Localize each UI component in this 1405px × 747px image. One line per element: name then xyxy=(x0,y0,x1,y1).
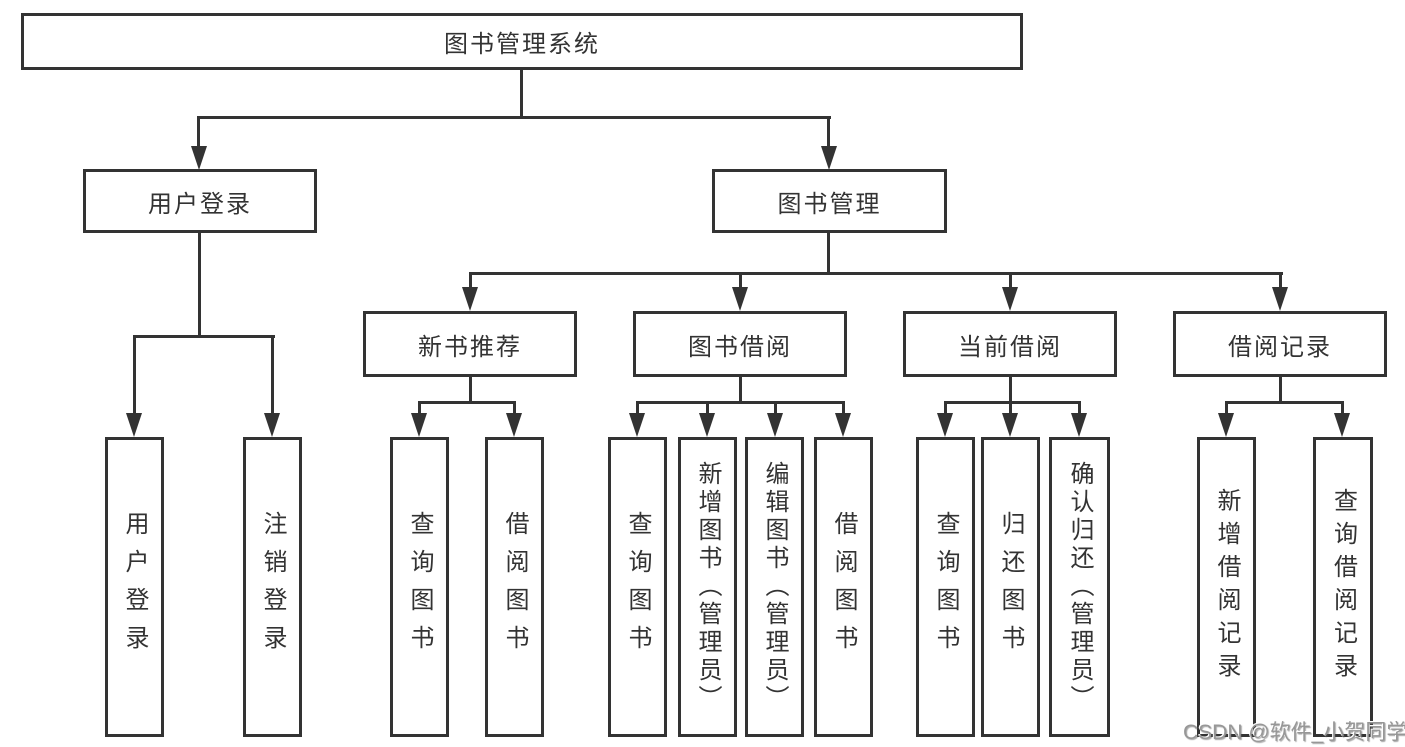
leaf-borrow-books-recommend: 借阅图书 xyxy=(485,437,544,737)
leaf-query-borrow-record: 查询借阅记录 xyxy=(1313,437,1373,737)
connector xyxy=(842,401,845,415)
leaf-confirm-return-admin: 确认归还（管理员） xyxy=(1049,437,1110,737)
leaf-label: 查询借阅记录 xyxy=(1329,488,1357,686)
connector xyxy=(469,272,1283,275)
leaf-label: 新增图书（管理员） xyxy=(694,461,721,713)
arrowhead-down-icon xyxy=(1071,413,1087,437)
node-user-login: 用户登录 xyxy=(83,169,317,233)
leaf-label: 注销登录 xyxy=(259,511,286,663)
connector xyxy=(1225,401,1344,404)
connector xyxy=(271,335,274,417)
connector xyxy=(1225,401,1228,415)
connector xyxy=(198,116,831,119)
node-label: 新书推荐 xyxy=(418,333,522,361)
arrowhead-down-icon xyxy=(1218,413,1234,437)
leaf-label: 新增借阅记录 xyxy=(1213,488,1240,686)
leaf-query-books-recommend: 查询图书 xyxy=(390,437,449,737)
arrowhead-down-icon xyxy=(821,146,837,170)
arrowhead-down-icon xyxy=(191,146,207,170)
leaf-label: 归还图书 xyxy=(997,511,1024,663)
node-label: 图书管理系统 xyxy=(444,31,600,58)
connector xyxy=(469,377,472,404)
node-borrow-record: 借阅记录 xyxy=(1173,311,1387,377)
leaf-logout: 注销登录 xyxy=(243,437,302,737)
leaf-add-books-admin: 新增图书（管理员） xyxy=(678,437,737,737)
csdn-watermark: CSDN @软件_小贺同学 xyxy=(1183,721,1405,744)
arrowhead-down-icon xyxy=(767,413,783,437)
leaf-user-login: 用户登录 xyxy=(105,437,164,737)
connector xyxy=(739,377,742,404)
leaf-label: 借阅图书 xyxy=(501,511,528,663)
connector xyxy=(636,401,845,404)
leaf-label: 借阅图书 xyxy=(830,511,857,663)
connector xyxy=(418,401,516,404)
node-label: 图书管理 xyxy=(777,190,882,218)
leaf-edit-books-admin: 编辑图书（管理员） xyxy=(745,437,804,737)
connector xyxy=(1009,401,1012,415)
connector xyxy=(197,116,200,149)
node-label: 当前借阅 xyxy=(958,333,1062,361)
connector xyxy=(636,401,639,415)
leaf-add-borrow-record: 新增借阅记录 xyxy=(1197,437,1256,737)
arrowhead-down-icon xyxy=(732,287,748,311)
arrowhead-down-icon xyxy=(1002,287,1018,311)
arrowhead-down-icon xyxy=(1334,413,1350,437)
leaf-label: 编辑图书（管理员） xyxy=(761,461,788,713)
leaf-label: 查询图书 xyxy=(624,511,651,663)
connector xyxy=(1279,377,1282,404)
arrowhead-down-icon xyxy=(629,413,645,437)
node-new-book-recommend: 新书推荐 xyxy=(363,311,577,377)
leaf-query-books: 查询图书 xyxy=(608,437,667,737)
connector xyxy=(1279,272,1282,291)
connector xyxy=(944,401,1081,404)
arrowhead-down-icon xyxy=(462,287,478,311)
arrowhead-down-icon xyxy=(411,413,427,437)
connector xyxy=(774,401,777,415)
connector xyxy=(513,401,516,415)
connector xyxy=(469,272,472,291)
node-label: 图书借阅 xyxy=(688,333,792,361)
arrowhead-down-icon xyxy=(699,413,715,437)
connector xyxy=(133,335,136,417)
connector xyxy=(418,401,421,415)
arrowhead-down-icon xyxy=(1002,413,1018,437)
connector xyxy=(827,116,830,149)
leaf-label: 确认归还（管理员） xyxy=(1066,461,1093,713)
arrowhead-down-icon xyxy=(835,413,851,437)
connector xyxy=(198,233,201,338)
node-current-borrow: 当前借阅 xyxy=(903,311,1117,377)
node-book-borrow: 图书借阅 xyxy=(633,311,847,377)
leaf-borrow-books: 借阅图书 xyxy=(814,437,873,737)
arrowhead-down-icon xyxy=(937,413,953,437)
connector xyxy=(1341,401,1344,415)
leaf-query-books-current: 查询图书 xyxy=(916,437,975,737)
connector xyxy=(1078,401,1081,415)
connector xyxy=(1009,377,1012,404)
leaf-label: 查询图书 xyxy=(932,511,959,663)
connector xyxy=(706,401,709,415)
connector xyxy=(520,70,523,118)
connector xyxy=(133,335,275,338)
leaf-return-books: 归还图书 xyxy=(981,437,1040,737)
connector xyxy=(944,401,947,415)
connector xyxy=(739,272,742,291)
node-label: 用户登录 xyxy=(148,190,252,218)
leaf-label: 用户登录 xyxy=(121,511,148,663)
arrowhead-down-icon xyxy=(506,413,522,437)
leaf-label: 查询图书 xyxy=(406,511,433,663)
node-book-management: 图书管理 xyxy=(712,169,947,233)
connector xyxy=(1009,272,1012,291)
arrowhead-down-icon xyxy=(264,413,280,437)
connector xyxy=(827,233,830,274)
node-label: 借阅记录 xyxy=(1228,333,1332,361)
arrowhead-down-icon xyxy=(126,413,142,437)
arrowhead-down-icon xyxy=(1272,287,1288,311)
node-library-system: 图书管理系统 xyxy=(21,13,1023,70)
